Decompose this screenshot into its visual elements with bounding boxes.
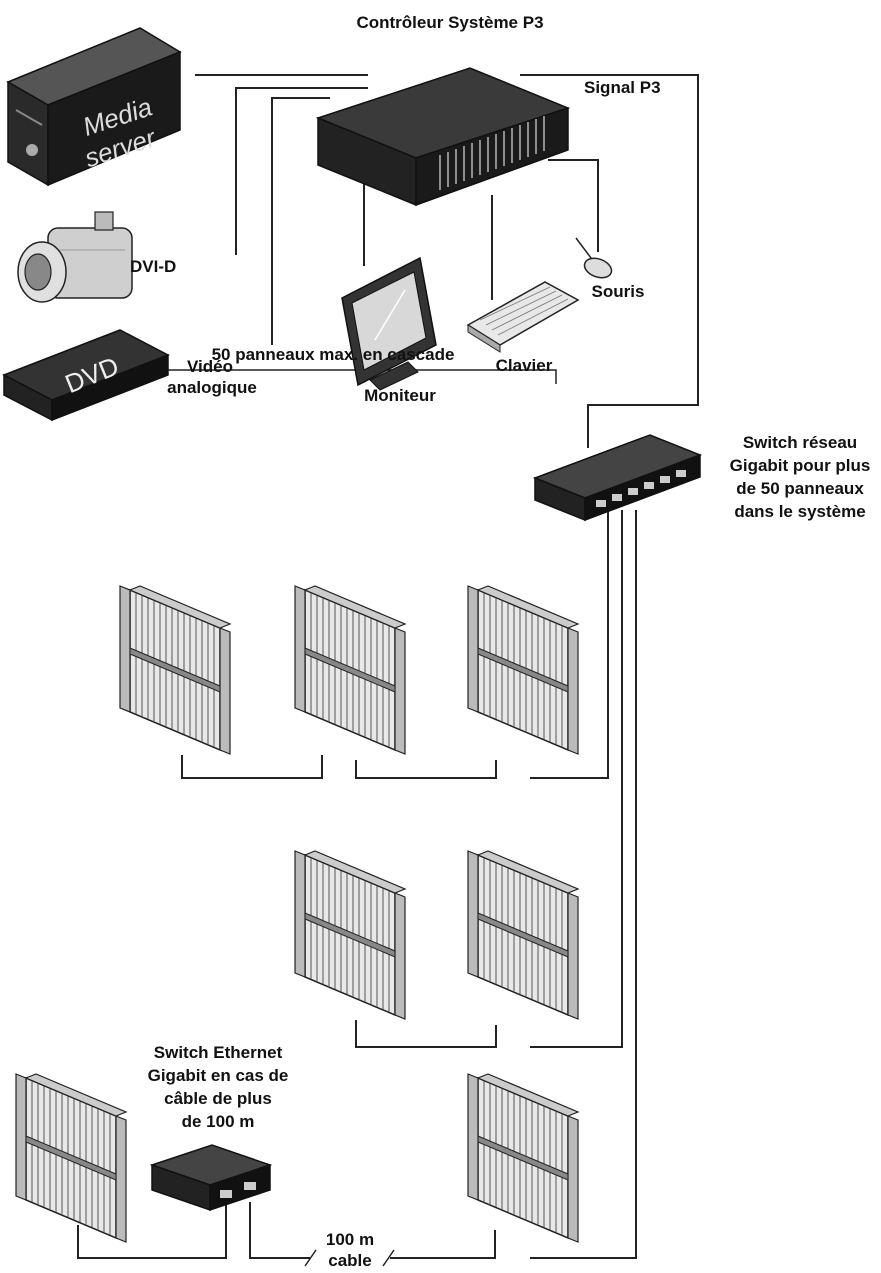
network-switch-label-2: Gigabit pour plus <box>730 456 871 475</box>
camera-icon <box>17 211 133 303</box>
network-switch-label-1: Switch réseau <box>743 433 857 452</box>
clavier-label: Clavier <box>496 356 553 375</box>
led-panel <box>15 1073 127 1243</box>
led-panel <box>294 850 406 1020</box>
ethernet-switch-label-4: de 100 m <box>182 1112 255 1131</box>
ethernet-switch-label-2: Gigabit en cas de <box>148 1066 289 1085</box>
led-panel <box>294 585 406 755</box>
led-panel <box>467 585 579 755</box>
souris-label: Souris <box>592 282 645 301</box>
led-panel <box>119 585 231 755</box>
video-label-2: analogique <box>167 378 257 397</box>
led-panel <box>467 1073 579 1243</box>
dvi-label: DVI-D <box>130 257 176 276</box>
network-switch-icon <box>532 434 703 522</box>
controller-icon <box>315 67 571 207</box>
led-panels <box>15 585 579 1243</box>
cascade-label: 50 panneaux max. en cascade <box>212 345 455 364</box>
cable-label-1: 100 m <box>326 1230 374 1249</box>
diagram-title: Contrôleur Système P3 <box>356 13 543 32</box>
ethernet-switch-label-3: câble de plus <box>164 1089 272 1108</box>
led-panel <box>467 850 579 1020</box>
network-switch-label-3: de 50 panneaux <box>736 479 864 498</box>
dvd-player-icon: DVD <box>2 329 170 422</box>
video-label-1: Vidéo <box>187 357 233 376</box>
mouse-icon <box>583 257 613 279</box>
wiring <box>77 74 699 1267</box>
ethernet-switch-label-1: Switch Ethernet <box>154 1043 283 1062</box>
cable-label-2: cable <box>328 1251 371 1270</box>
monitor-icon <box>341 256 437 391</box>
keyboard-icon <box>466 281 580 353</box>
signal-label: Signal P3 <box>584 78 661 97</box>
moniteur-label: Moniteur <box>364 386 436 405</box>
network-switch-label-4: dans le système <box>734 502 865 521</box>
ethernet-switch-icon <box>149 1144 273 1212</box>
media-server-icon: Media server <box>6 27 182 187</box>
